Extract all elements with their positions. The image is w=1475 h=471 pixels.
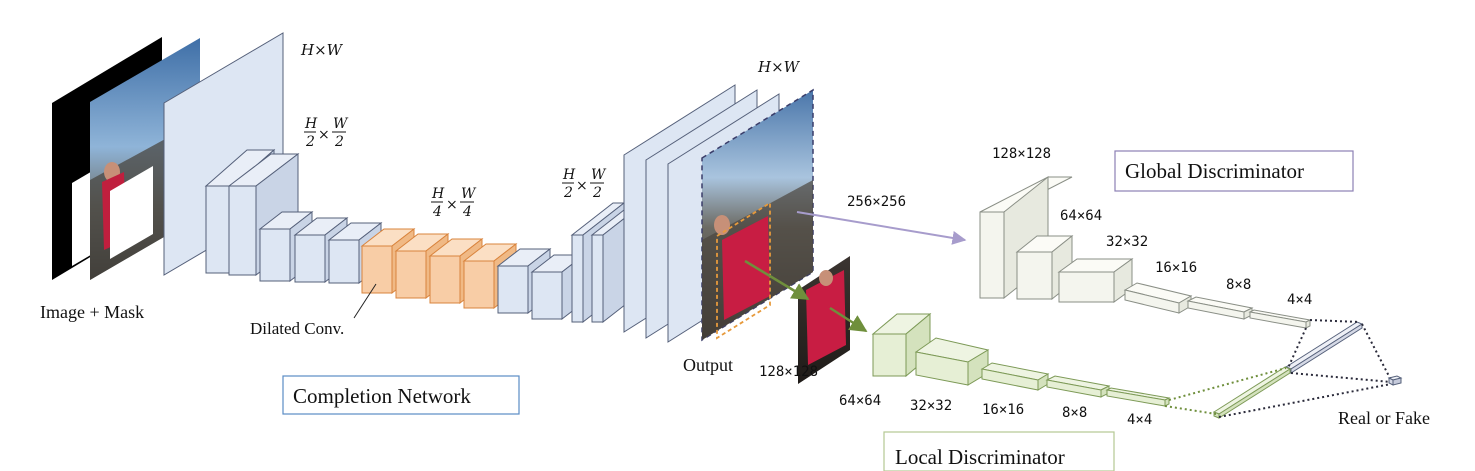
svg-text:2: 2 [592, 185, 602, 201]
local-discriminator-frame [883, 431, 1115, 471]
dim-label-output-hw: H×W [757, 58, 801, 76]
global-size-label: 8×8 [1226, 277, 1251, 293]
dilated-conv-block [428, 237, 484, 305]
global-arrow [796, 211, 967, 245]
global-discriminator-frame [1114, 150, 1354, 192]
local-input-size-label: 128×128 [759, 364, 818, 380]
real-or-fake-label: Real or Fake [1338, 408, 1430, 428]
dim-label-quarter: H 4 × W 4 [431, 186, 477, 220]
global-size-label: 64×64 [1060, 208, 1102, 224]
global-input-size-label: 256×256 [847, 194, 906, 210]
svg-text:2: 2 [334, 134, 344, 150]
local-size-label: 16×16 [982, 402, 1024, 418]
input-label: Image + Mask [40, 302, 144, 322]
svg-text:×: × [446, 197, 458, 213]
output-label: Output [683, 355, 733, 375]
completion-network-title: Completion Network [293, 384, 471, 408]
local-crop-photo-icon [798, 256, 850, 384]
dilated-leader-line [353, 283, 377, 319]
svg-text:×: × [318, 127, 330, 143]
global-size-label: 16×16 [1155, 260, 1197, 276]
global-fc-connections [1287, 319, 1392, 383]
global-disc-block [1015, 234, 1074, 301]
output-photo-icon [701, 88, 814, 342]
global-disc-block [1057, 258, 1134, 303]
dim-label-decoder-half: H 2 × W 2 [562, 167, 607, 201]
global-discriminator-title: Global Discriminator [1125, 159, 1304, 183]
svg-text:W: W [591, 167, 607, 183]
svg-text:4: 4 [432, 204, 442, 220]
svg-text:W: W [461, 186, 477, 202]
local-discriminator-title: Local Discriminator [895, 445, 1065, 469]
svg-text:×: × [576, 178, 588, 194]
global-size-label: 32×32 [1106, 234, 1148, 250]
local-disc-block [1045, 375, 1111, 398]
local-size-label: 8×8 [1062, 405, 1087, 421]
svg-text:H: H [431, 186, 445, 202]
svg-text:W: W [333, 116, 349, 132]
svg-text:2: 2 [563, 185, 573, 201]
local-size-label: 64×64 [839, 393, 881, 409]
local-disc-block [914, 337, 990, 386]
dim-label-half: H 2 × W 2 [304, 116, 349, 150]
completion-network-frame [282, 375, 520, 415]
local-arrow [744, 259, 810, 301]
local-disc-block [980, 362, 1050, 391]
local-to-output-connections [1218, 383, 1392, 418]
svg-text:2: 2 [305, 134, 315, 150]
global-disc-block [1248, 309, 1312, 329]
dim-label-hw: H×W [300, 41, 344, 59]
local-fc-connections [1164, 367, 1287, 415]
real-or-fake-output-node [1387, 375, 1403, 386]
svg-text:H: H [562, 167, 576, 183]
global-disc-block [1186, 296, 1254, 320]
local-disc-block [1105, 387, 1171, 407]
local-size-label: 4×4 [1127, 412, 1152, 428]
svg-text:H: H [304, 116, 318, 132]
local-size-label: 32×32 [910, 398, 952, 414]
local-arrow [829, 306, 868, 333]
global-fc-layer [1284, 321, 1364, 374]
global-disc-block [1123, 282, 1193, 314]
local-fc-layer [1212, 366, 1292, 419]
global-size-label: 128×128 [992, 146, 1051, 162]
svg-text:4: 4 [462, 204, 472, 220]
dilated-conv-label: Dilated Conv. [250, 319, 344, 338]
global-size-label: 4×4 [1287, 292, 1312, 308]
